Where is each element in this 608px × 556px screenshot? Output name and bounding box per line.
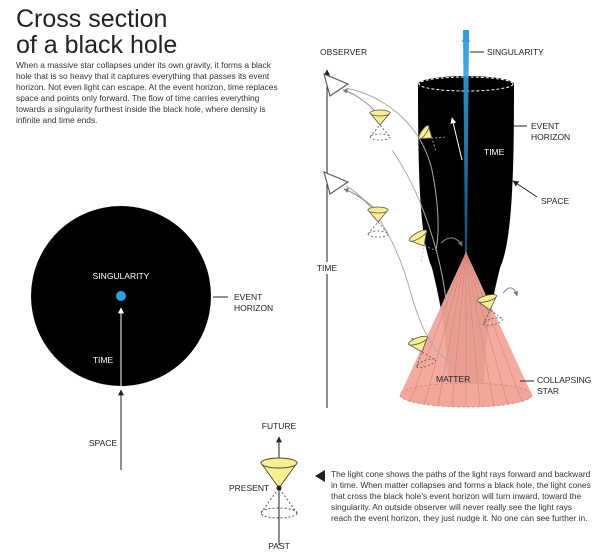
space-arrow — [512, 180, 538, 198]
future-cone-top — [260, 457, 298, 469]
past-label: PAST — [268, 541, 290, 551]
matter-label: MATTER — [436, 374, 470, 384]
right-event-horizon-label-2: HORIZON — [531, 132, 570, 142]
light-cone-caption: The light cone shows the paths of the li… — [331, 469, 591, 523]
time-axis-label-bg — [315, 262, 341, 274]
title-line-1: Cross section — [16, 5, 168, 33]
present-point — [276, 485, 282, 491]
collapsing-star-label-2: STAR — [537, 386, 559, 396]
collapsing-star-label-1: COLLAPSING — [537, 375, 591, 385]
light-cone-1 — [369, 109, 391, 141]
left-black-hole: SINGULARITY TIME SPACE EVENT HORIZON — [31, 206, 273, 470]
left-singularity-label: SINGULARITY — [93, 271, 150, 281]
collapsing-star-rim — [399, 382, 533, 408]
singularity-beam — [463, 30, 469, 255]
intro-text: When a massive star collapses under its … — [16, 60, 278, 125]
page-title: Cross section of a black hole — [16, 6, 177, 58]
caption-pointer — [315, 470, 325, 482]
observer-eye-icon-bottom — [323, 171, 350, 195]
right-black-hole: TIME MATTER — [399, 30, 533, 408]
left-time-label: TIME — [93, 355, 114, 365]
title-line-2: of a black hole — [16, 31, 178, 59]
light-cone-3 — [418, 124, 445, 151]
observer-eye-icon-top — [323, 73, 350, 97]
light-cone-5 — [476, 294, 504, 326]
light-cones — [367, 109, 504, 369]
light-cone-6 — [407, 335, 436, 369]
light-cone-4 — [408, 229, 439, 262]
world-lines — [345, 87, 453, 365]
right-event-horizon-label-1: EVENT — [531, 121, 559, 131]
inside-time-arrow — [450, 117, 463, 161]
singularity-tip — [462, 30, 470, 42]
left-space-label: SPACE — [89, 438, 118, 448]
future-label: FUTURE — [262, 421, 297, 431]
collapsing-star-lines — [409, 251, 523, 408]
right-space-label: SPACE — [541, 196, 570, 206]
right-singularity-label: SINGULARITY — [487, 47, 544, 57]
past-cone-base — [260, 507, 298, 519]
light-cone-2 — [367, 206, 389, 238]
left-event-horizon-label-1: EVENT — [234, 292, 262, 302]
time-axis-label: TIME — [317, 263, 338, 273]
left-event-horizon-label-2: HORIZON — [234, 303, 273, 313]
light-cone-legend: FUTURE PRESENT PAST — [229, 421, 325, 551]
observer-label: OBSERVER — [320, 47, 367, 57]
present-label: PRESENT — [229, 483, 269, 493]
inside-time-label: TIME — [484, 147, 505, 157]
singularity-dot — [116, 291, 126, 301]
